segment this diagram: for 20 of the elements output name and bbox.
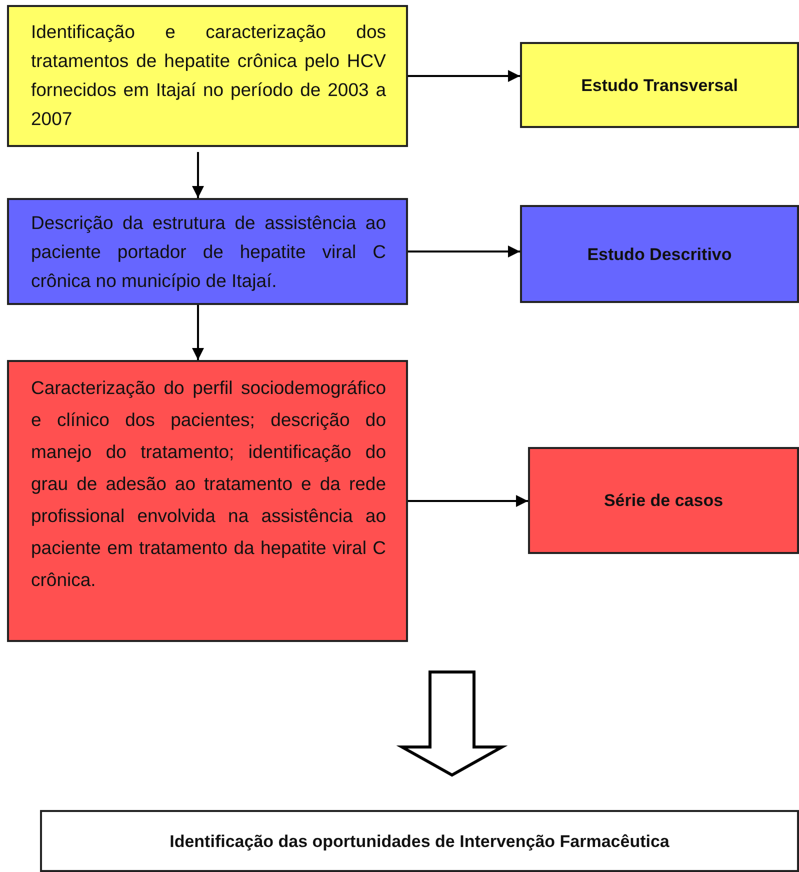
- outcome-box: [528, 447, 799, 554]
- study-label: Série de casos: [604, 490, 724, 512]
- arrow: [408, 246, 520, 258]
- outcome-box: [40, 810, 799, 872]
- study-label: Estudo Descritivo: [587, 244, 732, 266]
- outcome-box: [520, 42, 799, 128]
- arrow: [408, 495, 528, 507]
- arrow: [408, 70, 520, 82]
- description-text: Caracterização do perfil sociodemográfico e clínico dos pacientes; descrição do manejo do tratamento; identificação do grau de adesão ao tratamento e da rede profissional envolvida na assistência ao paciente em tratamento da hepatite viral C crônica.: [31, 376, 386, 592]
- process-box: [7, 5, 408, 147]
- outcome-box: [520, 205, 799, 303]
- study-label: Identificação das oportunidades de Intervenção Farmacêutica: [170, 830, 670, 852]
- description-text: Identificação e caracterização dos tratamentos de hepatite crônica pelo HCV fornecidos em Itajaí no período de 2003 a 2007: [31, 20, 386, 131]
- study-label: Estudo Transversal: [581, 74, 738, 96]
- arrow: [192, 305, 204, 360]
- arrow: [192, 152, 204, 198]
- block-arrow: [396, 670, 508, 777]
- process-box: [7, 360, 408, 642]
- process-box: [7, 198, 408, 305]
- description-text: Descrição da estrutura de assistência ao paciente portador de hepatite viral C crônica no município de Itajaí.: [31, 211, 386, 293]
